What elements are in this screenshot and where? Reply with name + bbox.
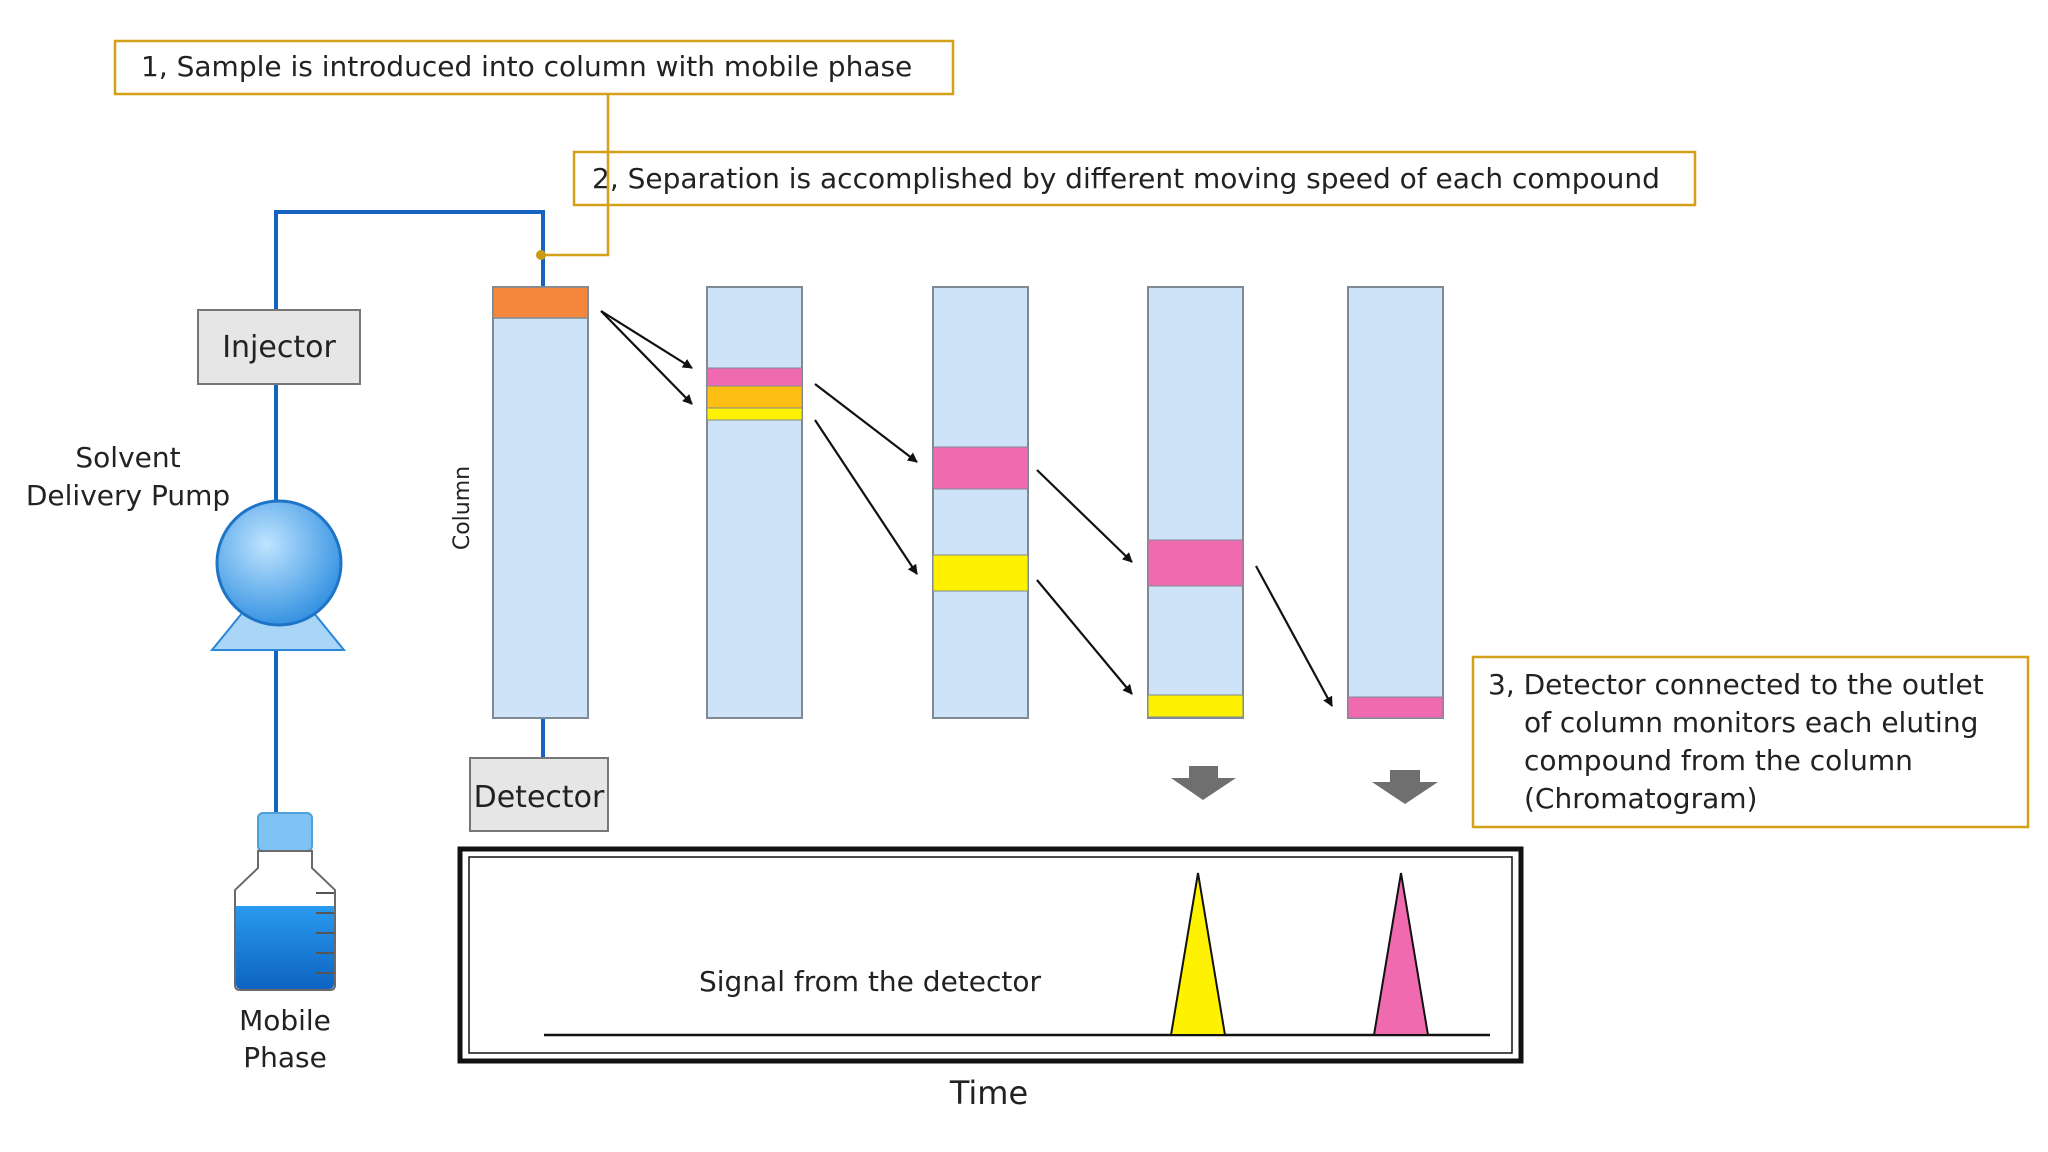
band-movement-arrows <box>600 310 1333 707</box>
step-3-line-3: compound from the column <box>1524 744 1913 777</box>
band-compound-b <box>706 407 803 421</box>
column-label: Column <box>450 466 475 550</box>
band-compound-b <box>932 554 1029 592</box>
chromatogram-panel: Signal from the detector <box>457 846 1524 1064</box>
time-axis-label: Time <box>949 1074 1028 1112</box>
step-3-line-4: (Chromatogram) <box>1524 782 1757 815</box>
pump-label-line-1: Solvent <box>75 441 180 474</box>
sample-band <box>492 286 589 319</box>
solvent-delivery-pump <box>209 499 347 651</box>
signal-label: Signal from the detector <box>699 965 1042 998</box>
elution-arrow-1 <box>1171 766 1236 800</box>
band-compound-a <box>1147 539 1244 587</box>
callout-leader <box>536 94 610 260</box>
band-compound-b <box>1147 694 1244 718</box>
column-3 <box>932 286 1029 719</box>
column-2 <box>706 286 803 719</box>
band-compound-a <box>706 367 803 387</box>
mobile-phase-label-line-1: Mobile <box>239 1004 331 1037</box>
column-4 <box>1147 286 1244 719</box>
elution-arrow-2 <box>1372 770 1438 804</box>
callout-step-3: 3, Detector connected to the outlet of c… <box>1471 655 2030 829</box>
column-1 <box>492 286 589 719</box>
peak-compound-a <box>1372 872 1430 1036</box>
mobile-phase-bottle <box>234 812 336 991</box>
step-2-text: 2, Separation is accomplished by differe… <box>592 162 1660 195</box>
step-1-text: 1, Sample is introduced into column with… <box>141 50 912 83</box>
injector: Injector <box>197 309 361 385</box>
column-5 <box>1347 286 1444 719</box>
band-compound-a <box>932 446 1029 490</box>
detector: Detector <box>469 757 609 832</box>
step-3-line-2: of column monitors each eluting <box>1524 706 1978 739</box>
band-compound-mix <box>706 385 803 409</box>
callout-step-2: 2, Separation is accomplished by differe… <box>572 150 1697 207</box>
detector-label: Detector <box>474 780 605 815</box>
injector-label: Injector <box>222 330 336 365</box>
step-3-line-1: 3, Detector connected to the outlet <box>1488 668 1984 701</box>
mobile-phase-label-line-2: Phase <box>243 1041 327 1074</box>
callout-step-1: 1, Sample is introduced into column with… <box>113 39 955 96</box>
band-compound-a <box>1347 696 1444 719</box>
pump-label-line-2: Delivery Pump <box>26 479 230 512</box>
peak-compound-b <box>1169 872 1227 1036</box>
